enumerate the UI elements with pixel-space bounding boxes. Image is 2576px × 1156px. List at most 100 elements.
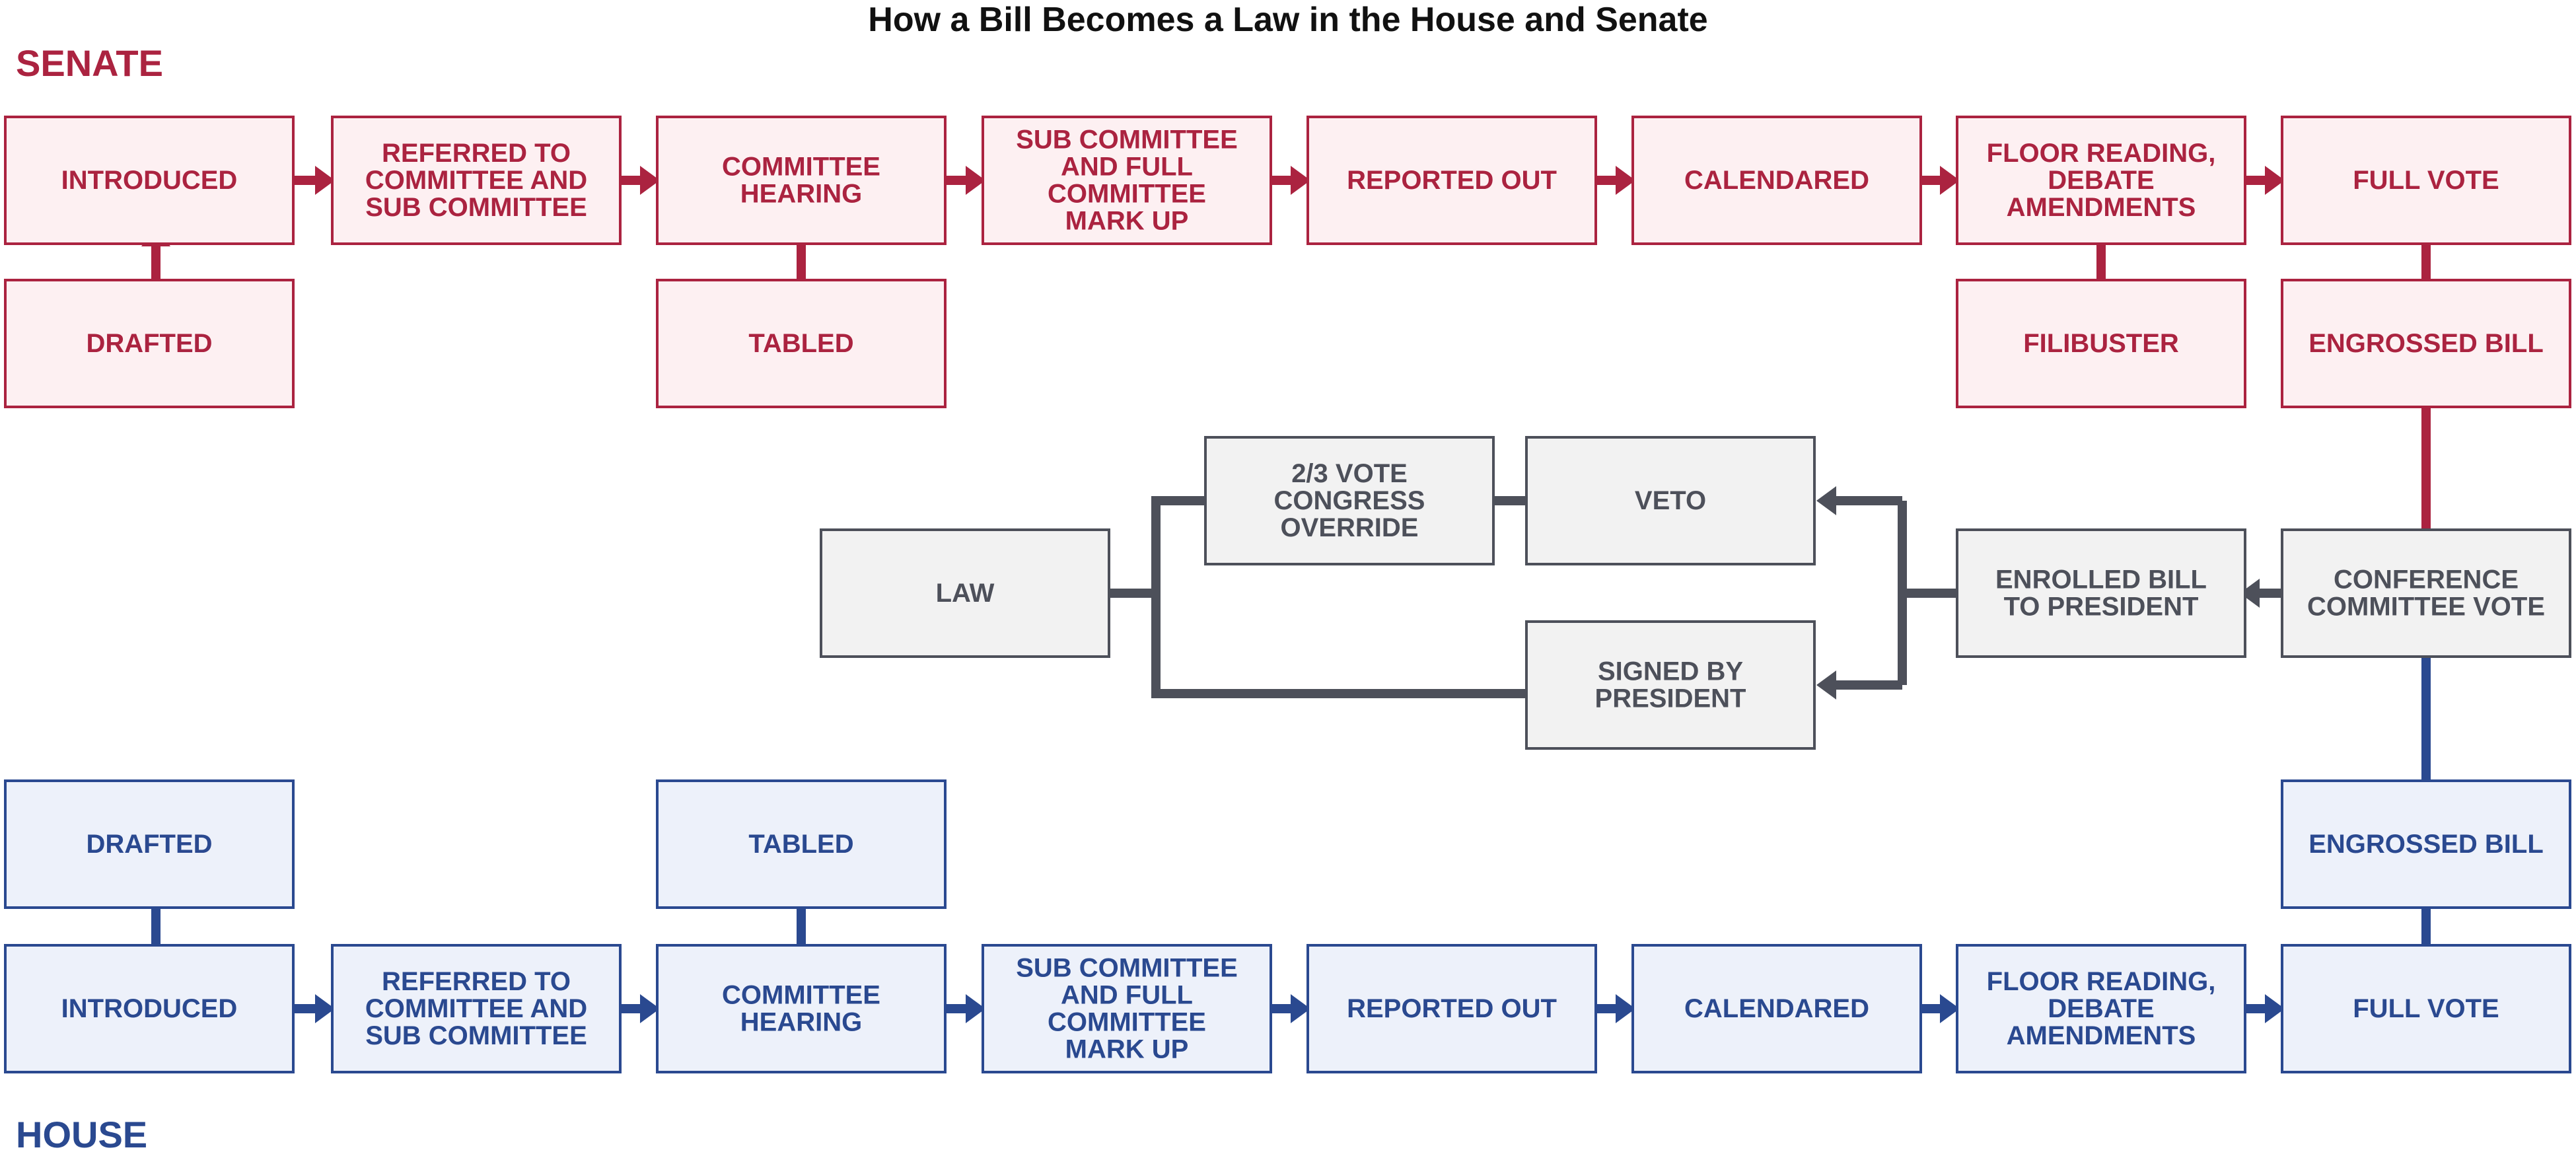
arrow-head [1616,166,1635,195]
node-label: COMMITTEE AND [365,994,587,1023]
node-box [1956,528,2246,658]
node-label: AND FULL [1061,981,1193,1010]
node-label: DEBATE [2048,994,2154,1023]
node-label: ENGROSSED BILL [2308,329,2544,358]
node-label: INTRODUCED [61,994,238,1023]
node-label: AMENDMENTS [2007,193,2196,222]
node-label: SUB COMMITTEE [1016,954,1238,983]
node-label: PRESIDENT [1595,684,1746,713]
node-box [331,944,622,1073]
node-veto: VETO [1525,436,1816,565]
node-label: SIGNED BY [1598,657,1743,686]
node-senate-reported: REPORTED OUT [1306,116,1597,245]
node-label: SUB COMMITTEE [365,193,587,222]
node-box [2281,944,2571,1073]
node-senate-vote: FULL VOTE [2281,116,2571,245]
node-label: FULL VOTE [2353,166,2499,195]
house-conference-arrow [2412,635,2441,797]
node-box [2281,779,2571,909]
node-house-introduced: INTRODUCED [4,944,295,1073]
node-label: REPORTED OUT [1347,166,1557,195]
node-box [4,279,295,408]
node-label: DRAFTED [86,329,212,358]
node-label: DEBATE [2048,166,2154,195]
node-label: REPORTED OUT [1347,994,1557,1023]
node-label: HEARING [740,1008,862,1037]
node-label: FILIBUSTER [2023,329,2179,358]
node-label: FULL VOTE [2353,994,2499,1023]
node-box [656,116,947,245]
node-label: FLOOR READING, [1987,139,2216,168]
node-label: LAW [936,579,995,608]
node-label: CALENDARED [1684,166,1869,195]
arrow-head [2240,579,2260,608]
node-label: DRAFTED [86,830,212,859]
node-label: COMMITTEE AND [365,166,587,195]
node-box [2281,279,2571,408]
node-label: COMMITTEE [722,153,880,182]
node-label: TO PRESIDENT [2004,593,2199,622]
node-box [982,944,1272,1073]
node-box [1631,944,1922,1073]
node-label: ENROLLED BILL [1995,565,2207,595]
arrow-head [1940,166,1960,195]
node-label: ENGROSSED BILL [2308,830,2544,859]
node-senate-filibuster: FILIBUSTER [1956,279,2246,408]
node-box [1306,116,1597,245]
node-box [982,116,1272,245]
node-box [656,944,947,1073]
arrow-head [1291,166,1310,195]
node-house-tabled: TABLED [656,779,947,909]
house-label: HOUSE [16,1114,148,1155]
node-label: TABLED [748,830,853,859]
node-house-drafted: DRAFTED [4,779,295,909]
node-label: CALENDARED [1684,994,1869,1023]
node-label: OVERRIDE [1281,513,1419,542]
node-box [1204,436,1495,565]
node-box [1956,279,2246,408]
node-label: MARK UP [1065,207,1189,236]
node-box [656,279,947,408]
node-box [2281,116,2571,245]
node-house-engrossed: ENGROSSED BILL [2281,779,2571,909]
node-label: COMMITTEE VOTE [2307,593,2545,622]
arrow-head [640,166,660,195]
arrow-head [1816,486,1836,515]
node-box [1525,436,1816,565]
node-box [1306,944,1597,1073]
node-label: VETO [1635,486,1706,515]
node-senate-calendared: CALENDARED [1631,116,1922,245]
arrow-head [315,994,335,1023]
node-box [1956,944,2246,1073]
node-box [820,528,1110,658]
node-box [2281,528,2571,658]
node-label: TABLED [748,329,853,358]
node-box [4,116,295,245]
node-label: AND FULL [1061,153,1193,182]
node-label: REFERRED TO [382,967,571,996]
node-house-vote: FULL VOTE [2281,944,2571,1073]
node-label: CONGRESS [1274,486,1425,515]
arrow-head [640,994,660,1023]
node-label: SUB COMMITTEE [365,1021,587,1050]
node-label: COMMITTEE [722,981,880,1010]
arrow-head [315,166,335,195]
node-law: LAW [820,528,1110,658]
node-label: HEARING [740,180,862,209]
node-box [1631,116,1922,245]
node-label: COMMITTEE [1048,1008,1206,1037]
arrow-head [966,166,985,195]
arrow-head [1616,994,1635,1023]
